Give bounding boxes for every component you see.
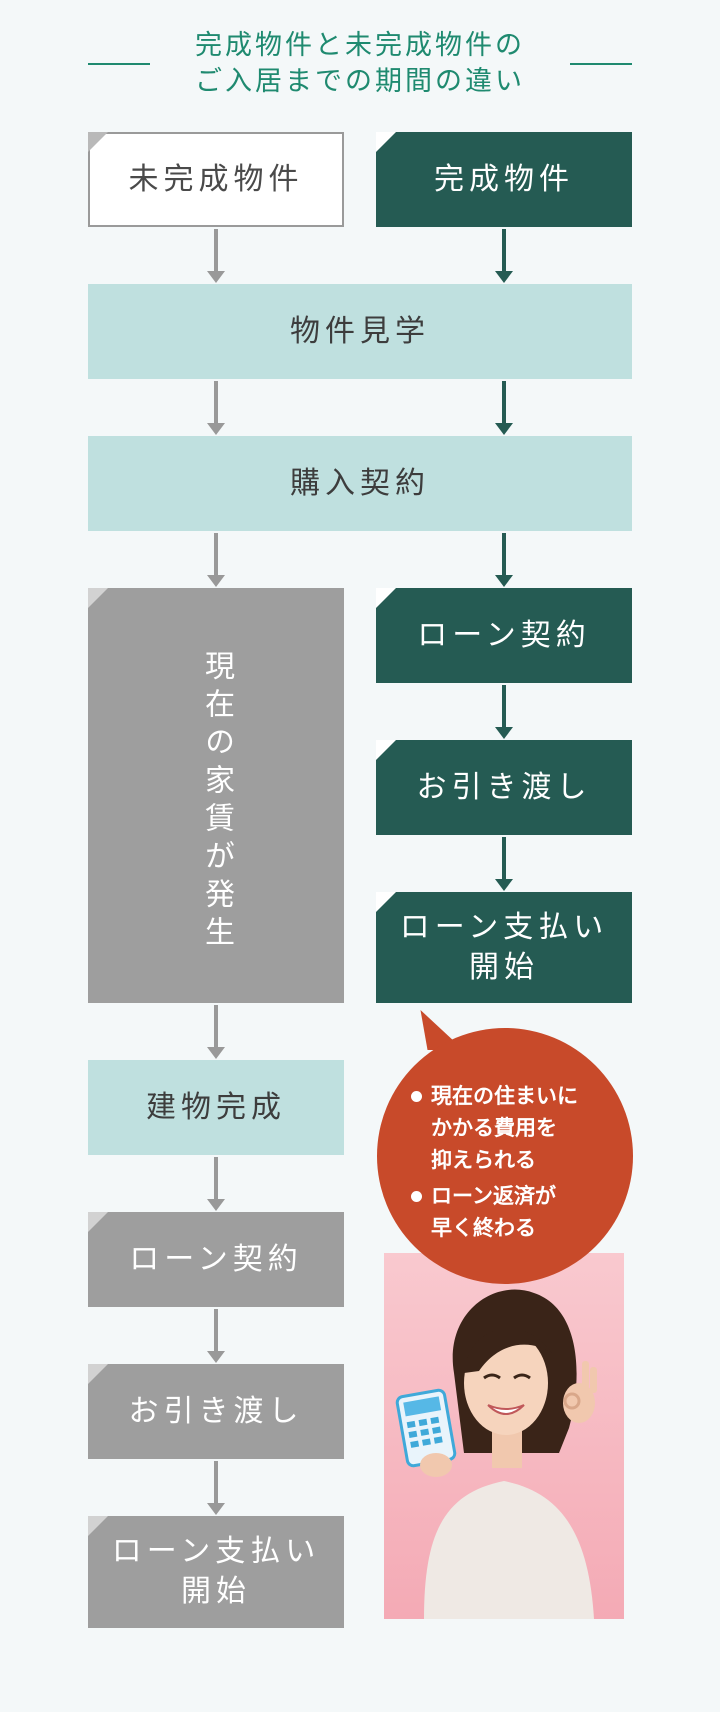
step-viewing: 物件見学 [88,284,632,379]
finished-loan-contract: ローン契約 [376,588,632,683]
arrow-down [207,1005,225,1059]
finished-handover-label: お引き渡し [416,769,592,805]
woman-with-calculator-photo [384,1253,624,1619]
benefit-item: 現在の住まいに かかる費用を 抑えられる [409,1080,619,1176]
unfinished-loan-contract-label: ローン契約 [129,1241,303,1277]
benefit-1-line-1: 現在の住まいに [431,1084,578,1108]
page-title: 完成物件と未完成物件の ご入居までの期間の違い [160,28,560,100]
finished-loan-contract-label: ローン契約 [417,617,591,653]
woman-illustration [395,1289,597,1619]
arrow-down [495,229,513,283]
step-viewing-label: 物件見学 [290,313,430,349]
building-complete-label: 建物完成 [146,1089,286,1125]
arrow-down [207,1157,225,1211]
arrow-down [495,381,513,435]
finished-handover: お引き渡し [376,740,632,835]
corner-mark [88,132,108,152]
arrow-down [495,837,513,891]
bullet-icon [411,1091,422,1102]
benefit-item: ローン返済が 早く終わる [409,1180,619,1244]
title-rule-left [88,63,150,65]
benefit-1-line-3: 抑えられる [431,1148,536,1172]
unfinished-payment-line-1: ローン支払い [111,1534,321,1569]
arrow-down [207,533,225,587]
corner-mark [376,588,396,608]
title-rule-right [570,63,632,65]
title-line-2: ご入居までの期間の違い [195,66,525,97]
unfinished-loan-contract: ローン契約 [88,1212,344,1307]
arrow-down [207,1309,225,1363]
bullet-icon [411,1191,422,1202]
unfinished-handover-label: お引き渡し [128,1393,304,1429]
corner-mark [88,1516,108,1536]
corner-mark [376,740,396,760]
rent-period-block: 現在の家賃が発生 [88,588,344,1003]
benefit-2-line-1: ローン返済が [431,1184,556,1208]
step-building-complete: 建物完成 [88,1060,344,1155]
benefit-2-line-2: 早く終わる [431,1216,536,1240]
benefits-speech-bubble: 現在の住まいに かかる費用を 抑えられる ローン返済が 早く終わる [377,1028,633,1284]
unfinished-handover: お引き渡し [88,1364,344,1459]
arrow-down [495,533,513,587]
arrow-down [495,685,513,739]
unfinished-payment-line-2: 開始 [181,1574,251,1609]
finished-payment-line-1: ローン支払い [399,909,609,945]
finished-loan-payment-start: ローン支払い 開始 [376,892,632,1003]
corner-mark [88,1212,108,1232]
title-line-1: 完成物件と未完成物件の [195,30,525,61]
finished-property-header: 完成物件 [376,132,632,227]
rent-period-label: 現在の家賃が発生 [199,650,234,954]
step-purchase-contract: 購入契約 [88,436,632,531]
unfinished-property-header: 未完成物件 [88,132,344,227]
unfinished-loan-payment-start: ローン支払い 開始 [88,1516,344,1628]
step-purchase-contract-label: 購入契約 [290,465,430,501]
arrow-down [207,381,225,435]
unfinished-property-label: 未完成物件 [128,161,304,197]
finished-payment-line-2: 開始 [469,949,539,985]
benefit-1-line-2: かかる費用を [431,1116,557,1140]
finished-property-label: 完成物件 [434,161,574,197]
corner-mark [376,892,396,912]
corner-mark [88,1364,108,1384]
arrow-down [207,229,225,283]
corner-mark [88,588,108,608]
arrow-down [207,1461,225,1515]
corner-mark [376,132,396,152]
